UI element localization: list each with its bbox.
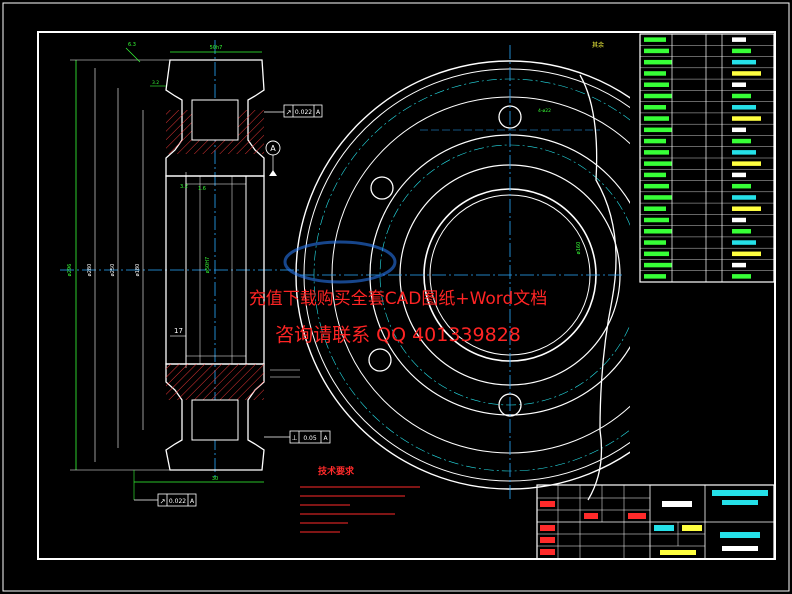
technical-requirements: 技术要求 [300, 465, 420, 533]
svg-text:3.2: 3.2 [180, 184, 188, 190]
svg-text:ø296: ø296 [67, 264, 73, 277]
front-section-view: ø296 ø280 ø250 ø180 50h7 6.3 3.2 [60, 40, 331, 507]
svg-text:ø250: ø250 [110, 264, 116, 277]
param-value-cell [732, 217, 746, 223]
param-value-cell [732, 161, 761, 166]
param-name-cell [644, 206, 666, 211]
param-name-cell [644, 195, 672, 200]
watermark-line-1: 充值下载购买全套CAD图纸+Word文档 [249, 289, 548, 309]
param-name-cell [644, 105, 666, 110]
svg-text:30: 30 [212, 476, 218, 482]
frame1-symbol: ↗ [286, 109, 292, 117]
svg-text:ø50H7: ø50H7 [205, 257, 211, 273]
param-name-cell [644, 71, 666, 76]
param-name-cell [644, 59, 672, 65]
param-value-cell [732, 93, 751, 99]
param-value-cell [732, 229, 751, 234]
dim-17-label: 17 [174, 327, 183, 335]
param-value-cell [732, 240, 756, 245]
svg-text:3.2: 3.2 [152, 80, 159, 86]
svg-text:ø280: ø280 [87, 264, 93, 277]
param-name-cell [644, 229, 672, 234]
param-value-cell [732, 105, 756, 110]
gear-parameter-table [639, 33, 775, 283]
param-name-cell [644, 161, 672, 166]
tolerance-frame-perpendicularity: ⊥ 0.05 A [264, 430, 331, 444]
param-name-cell [644, 183, 669, 189]
param-value-cell [732, 116, 761, 121]
frame1-value: 0.022 [295, 109, 312, 116]
param-value-cell [732, 127, 746, 133]
frame2-datum: A [323, 435, 328, 442]
svg-text:6.3: 6.3 [128, 42, 136, 48]
param-value-cell [732, 183, 751, 189]
tolerance-frame-runout-top: ↗ 0.022 A [264, 104, 323, 118]
frame3-datum: A [190, 498, 195, 505]
param-value-cell [732, 274, 751, 279]
datum-a-marker: A [265, 140, 281, 176]
param-value-cell [732, 138, 751, 144]
param-value-cell [732, 59, 756, 65]
svg-text:ø160: ø160 [576, 242, 582, 255]
param-name-cell [644, 127, 672, 133]
param-name-cell [644, 93, 672, 99]
param-value-cell [732, 37, 746, 42]
param-value-cell [732, 195, 756, 200]
svg-text:50h7: 50h7 [210, 45, 223, 51]
tech-req-title: 技术要求 [318, 465, 355, 477]
svg-text:4-ø22: 4-ø22 [538, 108, 551, 114]
datum-a-label: A [270, 144, 276, 153]
title-block [536, 484, 775, 560]
param-name-cell [644, 262, 672, 268]
param-value-cell [732, 48, 751, 54]
param-name-cell [644, 172, 666, 178]
param-name-cell [644, 37, 666, 42]
param-name-cell [644, 274, 666, 279]
frame3-value: 0.022 [169, 498, 186, 505]
side-circular-view: 4-ø22 其余 ø160 [295, 41, 630, 501]
param-name-cell [644, 138, 666, 144]
param-name-cell [644, 82, 669, 87]
param-name-cell [644, 217, 669, 223]
param-value-cell [732, 82, 746, 87]
frame3-symbol: ↗ [160, 498, 166, 506]
param-name-cell [644, 150, 669, 155]
param-value-cell [732, 206, 761, 211]
watermark-line-2: 咨询请联系 QQ 401339828 [275, 324, 521, 346]
frame1-datum: A [316, 109, 321, 116]
watermark: 充值下载购买全套CAD图纸+Word文档 咨询请联系 QQ 401339828 [249, 240, 548, 346]
param-name-cell [644, 48, 669, 54]
param-value-cell [732, 150, 756, 155]
param-name-cell [644, 240, 666, 245]
param-value-cell [732, 251, 761, 257]
param-value-cell [732, 172, 746, 178]
param-name-cell [644, 116, 669, 121]
param-name-cell [644, 251, 669, 257]
svg-text:其余: 其余 [592, 41, 604, 49]
inner-frame [37, 31, 776, 560]
svg-text:ø180: ø180 [135, 264, 141, 277]
frame2-symbol: ⊥ [291, 434, 297, 442]
frame2-value: 0.05 [303, 435, 317, 442]
param-value-cell [732, 71, 761, 76]
svg-text:1.6: 1.6 [198, 186, 206, 192]
param-value-cell [732, 262, 746, 268]
tolerance-frame-runout-bottom: ↗ 0.022 A [134, 493, 197, 507]
